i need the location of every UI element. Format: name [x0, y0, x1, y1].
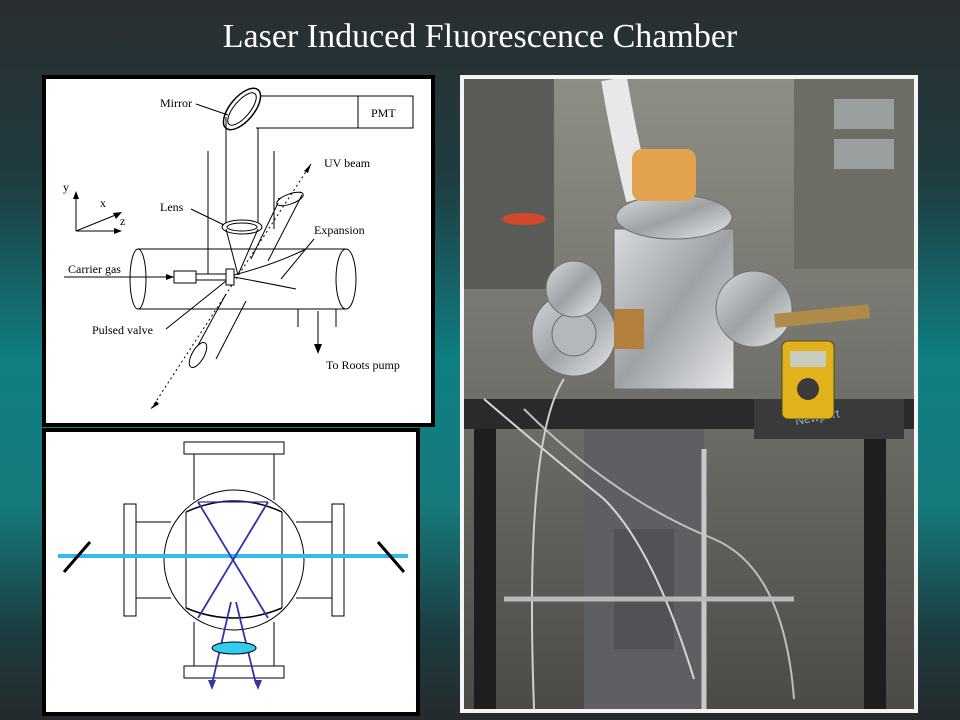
multimeter-display: [790, 351, 826, 367]
x-axis-line: [75, 213, 119, 232]
ray-arrow-1: [208, 680, 216, 690]
front-window-photo: [551, 311, 597, 357]
expansion-plume-lower: [233, 276, 297, 290]
pmt-box: [357, 95, 414, 129]
mirror-label: Mirror: [160, 96, 192, 110]
uv-beam-path: [150, 163, 312, 410]
pump-arrow: [314, 344, 322, 354]
multimeter-dial: [797, 378, 819, 400]
side-flange-photo: [715, 270, 793, 348]
axis-x-label: x: [100, 196, 106, 210]
valve-nozzle: [195, 273, 227, 281]
chamber-left-end: [129, 248, 147, 310]
table-leg-left: [474, 429, 496, 709]
uv-beam-arrow: [304, 164, 311, 173]
equipment-box-2: [834, 139, 894, 169]
output-lens: [211, 641, 257, 655]
pmt-label: PMT: [371, 106, 396, 120]
expansion-leader: [280, 238, 315, 280]
axis-y-label: y: [63, 180, 69, 194]
chamber-photo: Newport: [464, 79, 914, 709]
y-axis-arrow: [73, 191, 79, 199]
valve-tip: [225, 268, 235, 286]
rack-left: [464, 79, 554, 289]
uv-beam-entry-arrow: [151, 401, 159, 409]
carrier-gas-label: Carrier gas: [68, 262, 121, 276]
uv-tube-cap: [276, 191, 304, 207]
valve-body: [173, 270, 197, 284]
expansion-label: Expansion: [314, 223, 365, 237]
roots-pump-label: To Roots pump: [326, 358, 400, 372]
top-flange-photo: [615, 194, 733, 240]
lower-tube-left: [195, 293, 227, 350]
right-flange: [331, 503, 345, 617]
brass-fitting: [614, 309, 644, 349]
bottom-flange: [183, 665, 285, 679]
chamber-schematic-panel: PMT Mirror Lens: [42, 75, 435, 427]
top-view-schematic: [58, 441, 408, 690]
carrier-gas-arrow: [166, 274, 174, 280]
mirror-inner: [227, 92, 257, 126]
red-tool: [502, 213, 546, 225]
wire-3: [531, 378, 565, 709]
ray-arrow-2: [254, 680, 262, 690]
left-window: [62, 541, 92, 573]
wire-1: [483, 398, 695, 680]
lens-shape: [221, 219, 263, 235]
uv-tube-left: [250, 202, 279, 260]
uv-tube-right: [267, 194, 303, 262]
lens-leader: [190, 208, 225, 226]
uv-beam-label: UV beam: [324, 156, 371, 170]
top-flange: [183, 441, 285, 455]
upper-left-flange-photo: [545, 260, 603, 318]
pulsed-valve-label: Pulsed valve: [92, 323, 153, 337]
left-flange: [123, 503, 137, 617]
sponge: [632, 149, 696, 201]
pump-body: [614, 529, 674, 649]
equipment-box-1: [834, 99, 894, 129]
lens-label: Lens: [160, 200, 184, 214]
wire-2: [523, 408, 795, 700]
lower-mirror: [185, 607, 283, 619]
axis-z-label: z: [120, 214, 125, 228]
table-leg-right: [864, 429, 886, 709]
x-axis-arrow: [113, 212, 122, 219]
upper-mirror: [185, 500, 283, 513]
brass-arm: [774, 304, 870, 328]
chamber-photo-panel: Newport: [460, 75, 918, 713]
top-view-schematic-panel: [42, 428, 420, 716]
z-axis-arrow: [114, 228, 122, 234]
mirror-leader: [195, 103, 229, 116]
chamber-schematic: PMT Mirror Lens: [63, 87, 414, 410]
pulsed-valve-leader: [165, 280, 227, 330]
focus-cone-left: [225, 228, 239, 276]
focus-cone-right: [237, 228, 259, 276]
lower-tube-right: [215, 300, 247, 360]
right-window: [376, 541, 406, 573]
expansion-plume-upper: [233, 248, 307, 276]
ray-2: [197, 501, 269, 619]
slide-title: Laser Induced Fluorescence Chamber: [222, 18, 738, 55]
lens-inner: [226, 222, 258, 232]
chamber-right-end: [335, 248, 357, 310]
lower-tube-cap: [188, 342, 208, 368]
